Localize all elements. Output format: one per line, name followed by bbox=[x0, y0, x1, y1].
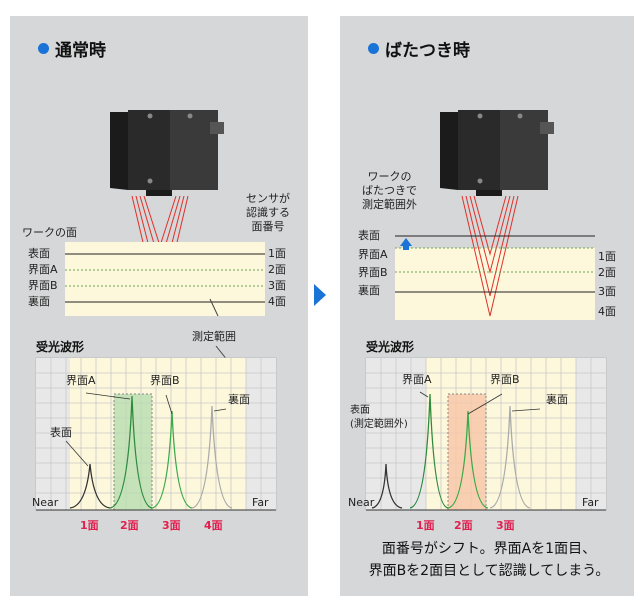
waveform-chart bbox=[365, 357, 607, 511]
measurement-range-band bbox=[395, 248, 595, 320]
waveform-title: 受光波形 bbox=[36, 340, 85, 354]
face-number-4: 4面 bbox=[204, 519, 223, 532]
surface-label: 裏面 bbox=[28, 295, 50, 308]
bullet-icon bbox=[368, 43, 379, 54]
normal-panel: 通常時 ワークの面 センサが認識する面番号 表面 界面A 界面B 裏面 1面 2… bbox=[10, 16, 308, 596]
surface-lines bbox=[395, 195, 595, 317]
sensor-label: センサが認識する面番号 bbox=[246, 192, 290, 233]
sensor-illustration bbox=[440, 110, 554, 196]
face-number-2: 2面 bbox=[454, 519, 473, 532]
peak-label: 表面 bbox=[50, 426, 72, 439]
caption: 面番号がシフト。界面Aを1面目、界面Bを2面目として認識してしまう。 bbox=[368, 541, 610, 579]
peak-label: 界面A bbox=[402, 373, 432, 386]
sensor-illustration bbox=[110, 110, 224, 315]
surface-label: 界面A bbox=[28, 263, 58, 276]
surface-label: 裏面 bbox=[358, 284, 380, 297]
waveform-title: 受光波形 bbox=[366, 340, 415, 354]
far-label: Far bbox=[252, 496, 269, 509]
surface-label: 界面B bbox=[358, 266, 388, 279]
face-number-1: 1面 bbox=[416, 519, 435, 532]
work-surface-label: ワークの面 bbox=[22, 226, 77, 239]
bullet-icon bbox=[38, 43, 49, 54]
peak-label: 界面B bbox=[150, 374, 180, 387]
far-label: Far bbox=[582, 496, 599, 509]
surface-label: 表面 bbox=[358, 229, 380, 242]
near-label: Near bbox=[348, 496, 375, 509]
face-number: 3面 bbox=[268, 279, 286, 292]
waveform-chart bbox=[35, 357, 277, 511]
face-number: 4面 bbox=[268, 295, 286, 308]
face-number-3: 3面 bbox=[496, 519, 515, 532]
surface-label: 表面 bbox=[28, 247, 50, 260]
range-label: 測定範囲 bbox=[192, 330, 236, 343]
peak-label: 裏面 bbox=[546, 393, 568, 406]
face-number: 4面 bbox=[598, 305, 616, 318]
face-number: 3面 bbox=[598, 285, 616, 298]
peak-label: 界面A bbox=[66, 374, 96, 387]
face-number-3: 3面 bbox=[162, 519, 181, 532]
face-number: 1面 bbox=[268, 247, 286, 260]
face-number-1: 1面 bbox=[80, 519, 99, 532]
flutter-panel: ばたつき時 ワークのばたつきで測定範囲外 表面 界面A 界面B 裏面 1面 2面 bbox=[340, 16, 634, 596]
normal-title: 通常時 bbox=[38, 36, 106, 61]
surface-label: 界面A bbox=[358, 248, 388, 261]
face-number: 1面 bbox=[598, 250, 616, 263]
arrow-right-icon bbox=[314, 284, 326, 306]
flutter-title: ばたつき時 bbox=[368, 36, 470, 61]
flutter-label: ワークのばたつきで測定範囲外 bbox=[362, 170, 417, 211]
out-of-range-label: 表面(測定範囲外) bbox=[350, 405, 408, 430]
surface-label: 界面B bbox=[28, 279, 58, 292]
peak-label: 裏面 bbox=[228, 393, 250, 406]
face-number: 2面 bbox=[598, 266, 616, 279]
face-number-2: 2面 bbox=[120, 519, 139, 532]
face-number: 2面 bbox=[268, 263, 286, 276]
peak-label: 界面B bbox=[490, 373, 520, 386]
near-label: Near bbox=[32, 496, 59, 509]
